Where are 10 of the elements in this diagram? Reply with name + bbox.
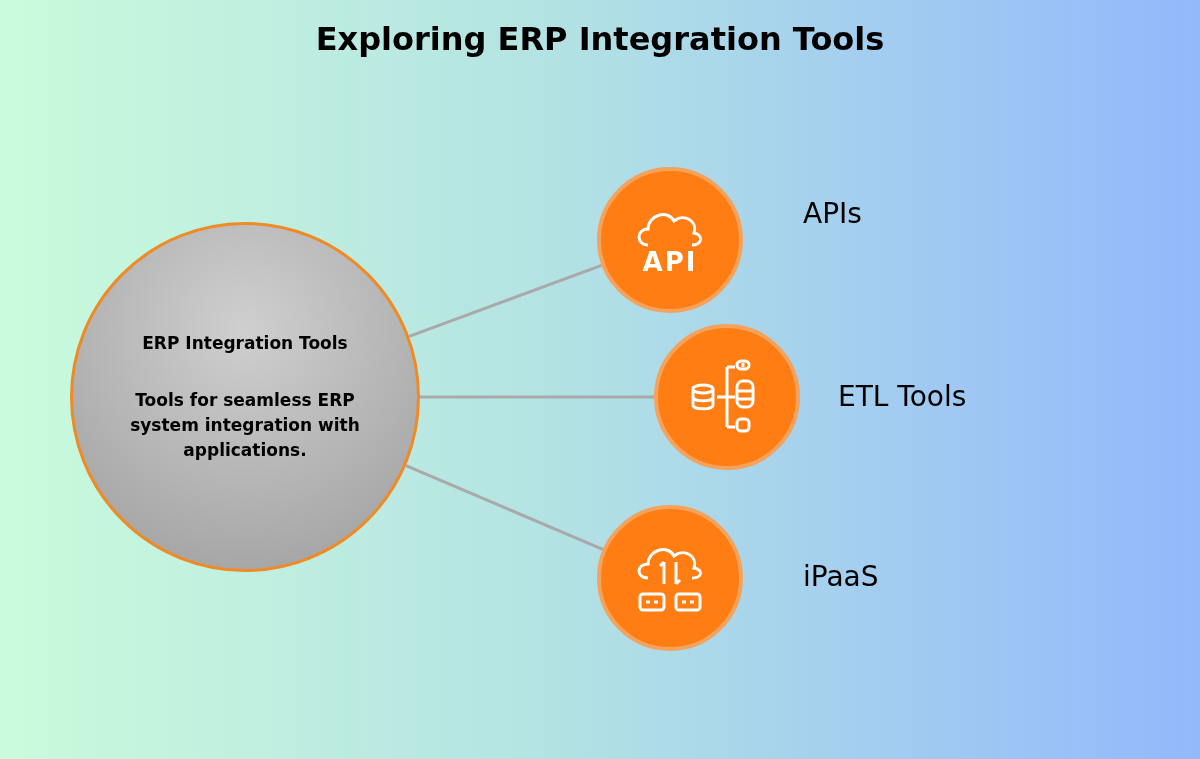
node-caption: ETL Tools (838, 380, 967, 413)
node-caption: APIs (803, 197, 862, 230)
node-caption: iPaaS (803, 560, 879, 593)
connector-line (420, 395, 654, 399)
node-heading: ERP Integration Tools (141, 332, 349, 355)
diagram-title: Exploring ERP Integration Tools (315, 20, 885, 58)
icon-text: API (642, 249, 698, 275)
node-description: Tools for seamless ERP system integration with applications. (129, 389, 361, 462)
connector-line (408, 263, 603, 338)
connector-line (405, 464, 604, 551)
